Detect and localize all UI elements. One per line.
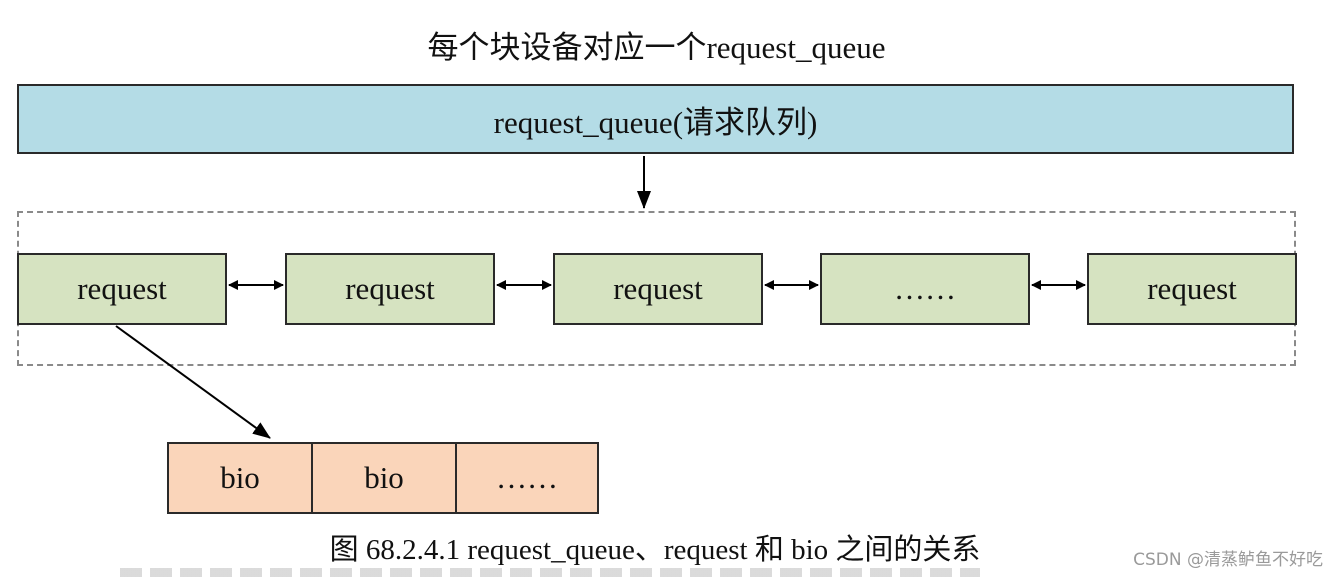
watermark: CSDN @清蒸鲈鱼不好吃 (1133, 550, 1323, 570)
request-queue-label: request_queue(请求队列) (493, 104, 818, 140)
request-node-5: request (1087, 253, 1297, 325)
request-label: request (345, 271, 435, 306)
bio-label: …… (496, 460, 558, 495)
diagram-title: 每个块设备对应一个request_queue (427, 30, 886, 65)
request-label: request (1147, 271, 1237, 306)
figure-caption: 图 68.2.4.1 request_queue、request 和 bio 之… (329, 534, 981, 566)
bio-cell-1: bio (167, 442, 313, 514)
cut-off-text-line (120, 568, 980, 577)
request-label: …… (894, 271, 956, 306)
request-node-2: request (285, 253, 495, 325)
bio-cell-2: bio (311, 442, 457, 514)
request-queue-box: request_queue(请求队列) (17, 84, 1294, 154)
bio-cell-ellipsis: …… (455, 442, 599, 514)
request-node-1: request (17, 253, 227, 325)
request-label: request (613, 271, 703, 306)
bio-label: bio (364, 460, 404, 495)
request-node-3: request (553, 253, 763, 325)
request-label: request (77, 271, 167, 306)
request-node-ellipsis: …… (820, 253, 1030, 325)
request-to-bio-arrow (115, 325, 271, 439)
bio-label: bio (220, 460, 260, 495)
